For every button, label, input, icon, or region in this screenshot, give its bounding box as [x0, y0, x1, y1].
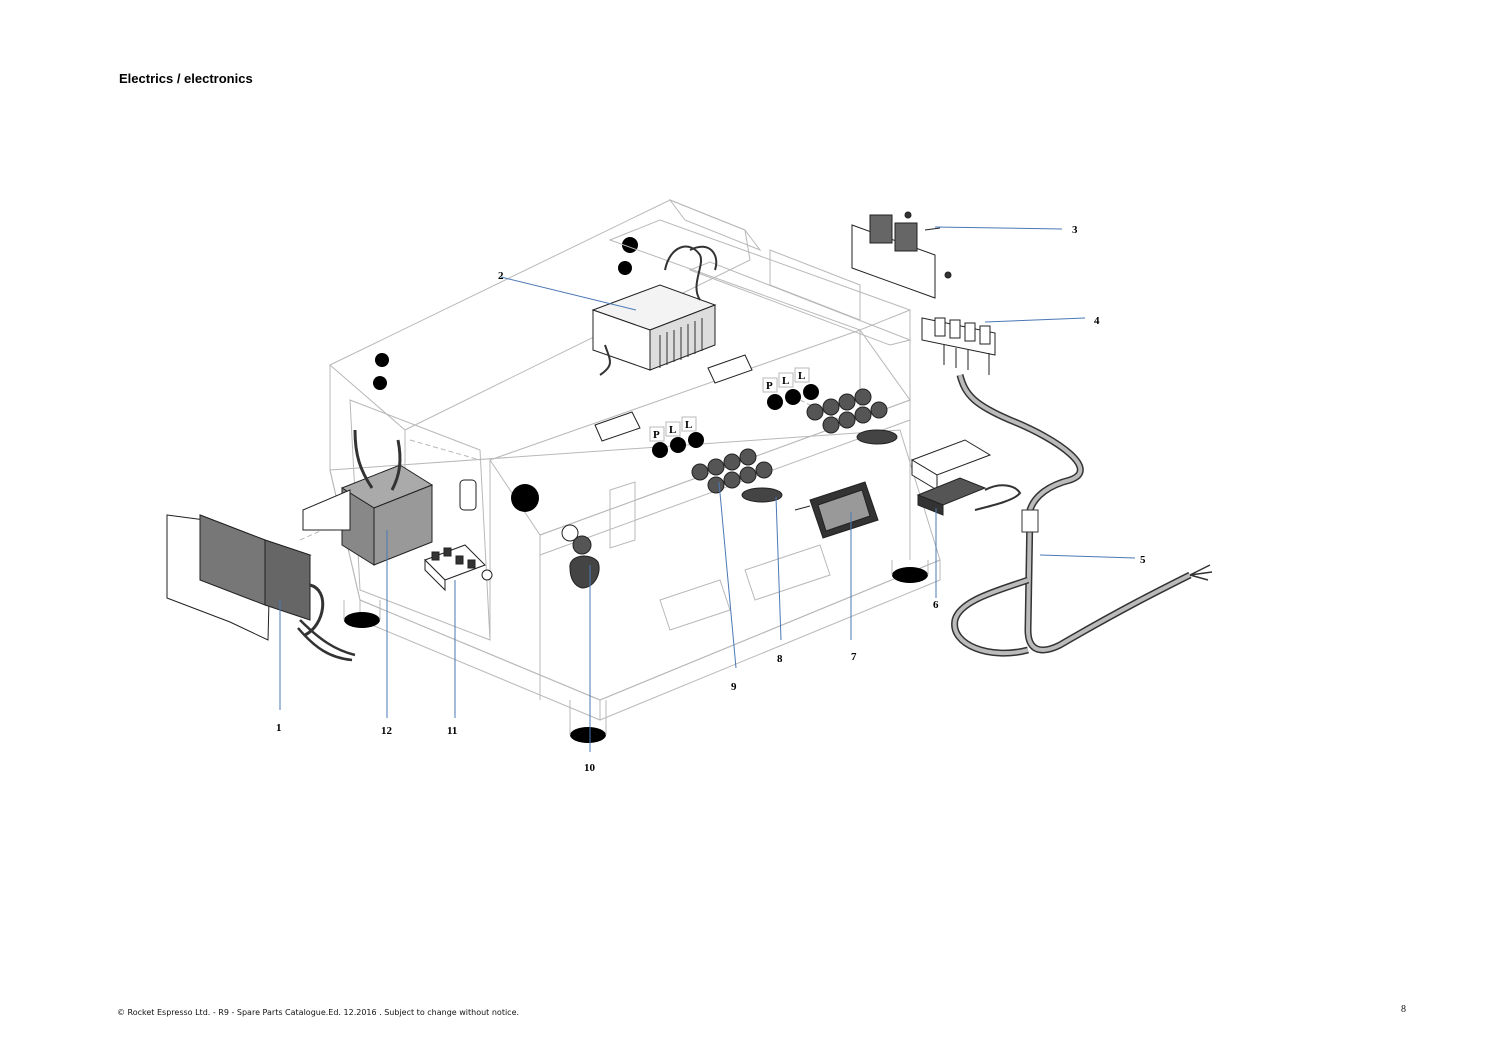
callout-11: 11 [447, 725, 457, 737]
relay-bracket-part-3 [851, 211, 952, 299]
power-cable-part-5 [951, 374, 1213, 657]
terminal-block-part-4 [921, 317, 996, 375]
panel-label: P [766, 380, 773, 392]
callout-4: 4 [1094, 315, 1100, 327]
callout-3: 3 [1072, 224, 1078, 236]
switch-bezel-part-8 [741, 429, 898, 503]
panel-label: P [653, 429, 660, 441]
page-number: 8 [1401, 1004, 1406, 1015]
callout-5: 5 [1140, 554, 1146, 566]
display-part-7 [794, 481, 879, 539]
control-box-part-2 [591, 245, 753, 442]
leader-lines [279, 226, 1136, 752]
panel-label: L [782, 375, 789, 387]
panel-label: L [669, 424, 676, 436]
panel-label: L [685, 419, 692, 431]
main-board-part-1 [166, 514, 356, 662]
callout-12: 12 [381, 725, 393, 737]
page-title: Electrics / electronics [119, 71, 253, 86]
callout-8: 8 [777, 653, 783, 665]
pilot-light-part-10 [561, 524, 600, 589]
callout-6: 6 [933, 599, 939, 611]
footer-copyright: © Rocket Espresso Ltd. - R9 - Spare Part… [117, 1008, 520, 1017]
callout-1: 1 [276, 722, 282, 734]
electronic-module-part-6 [910, 439, 1022, 516]
panel-labels: P L L P L L [653, 370, 805, 441]
callout-9: 9 [731, 681, 737, 693]
transformer-box-part-12 [302, 429, 477, 566]
callout-2: 2 [498, 270, 504, 282]
callout-10: 10 [584, 762, 596, 774]
push-buttons-part-9 [691, 388, 888, 494]
rotary-switch-part-11 [424, 544, 493, 592]
callout-numbers: 1 2 3 4 5 6 7 8 9 10 11 12 [276, 224, 1146, 774]
panel-label: L [798, 370, 805, 382]
callout-7: 7 [851, 651, 857, 663]
